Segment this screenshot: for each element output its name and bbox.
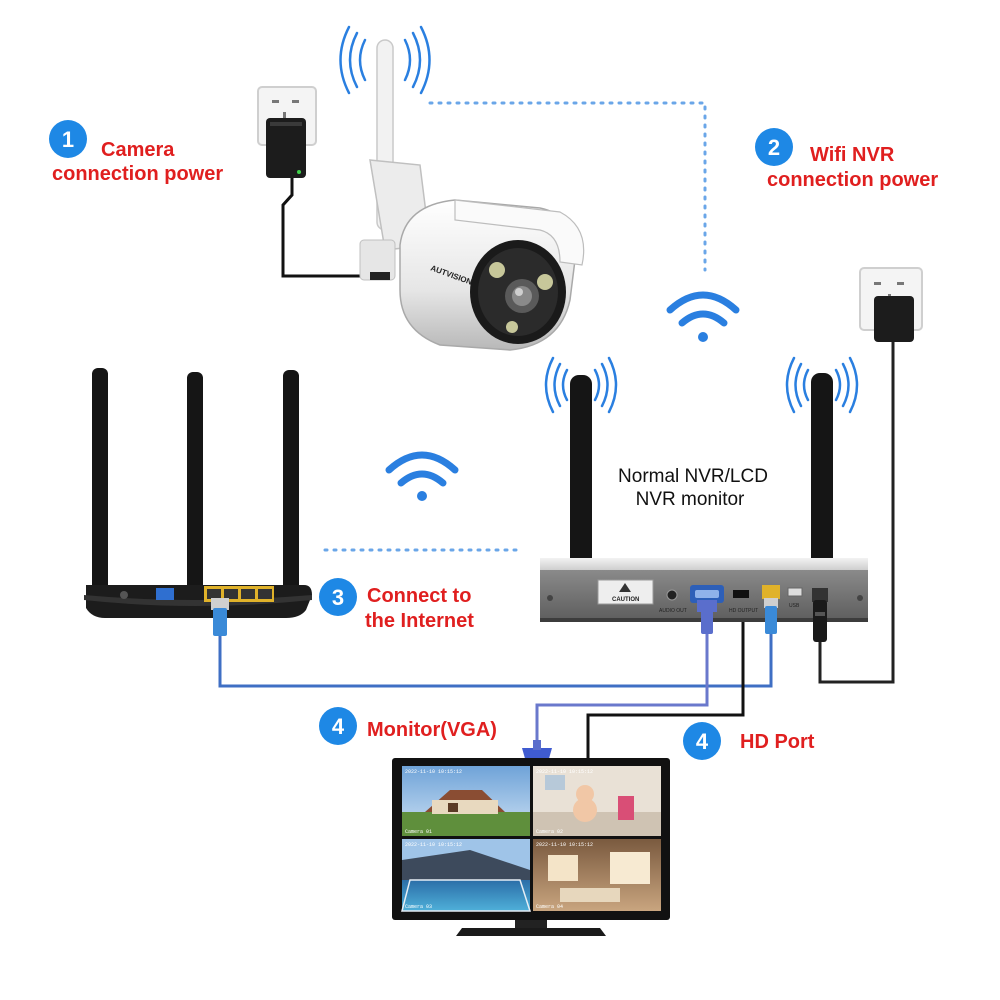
ethernet-cable: [218, 630, 773, 688]
step-4-hd-number: 4: [696, 729, 709, 754]
nvr-label-line1: Normal NVR/LCD: [618, 466, 768, 487]
tile-2-timestamp: 2022-11-10 10:15:12: [536, 769, 593, 775]
step-4-vga-label: Monitor(VGA): [367, 719, 497, 741]
wifi-icon: [544, 356, 859, 414]
step-1-number: 1: [62, 127, 74, 152]
step-2-number: 2: [768, 135, 780, 160]
step-1-line2: connection power: [52, 163, 223, 185]
wifi-icon: [339, 25, 431, 95]
step-2-line2: connection power: [767, 169, 938, 191]
camera-icon: AUTVISION: [359, 39, 585, 351]
tile-3-timestamp: 2022-11-10 10:15:12: [405, 842, 462, 848]
tile-4-channel: Camera 04: [536, 904, 563, 910]
step-3-line1: Connect to: [367, 585, 471, 607]
port-usb-label: USB: [789, 603, 800, 609]
step-4-hd: 4 HD Port: [683, 722, 815, 760]
caution-label: CAUTION: [612, 597, 639, 603]
step-2-line1: Wifi NVR: [810, 144, 895, 166]
camera-tile-2: 2022-11-10 10:15:12 Camera 02: [533, 766, 661, 836]
nvr-label-line2: NVR monitor: [636, 489, 745, 510]
hd-cable: [586, 605, 745, 760]
power-adapter-icon: [874, 296, 914, 342]
wifi-link-camera-nvr: [428, 101, 707, 272]
camera-power-cable: [281, 178, 380, 278]
camera-tile-1: 2022-11-10 10:15:12 Camera 01: [402, 766, 530, 836]
camera-tile-3: 2022-11-10 10:15:12 Camera 03: [401, 839, 532, 912]
tile-2-channel: Camera 02: [536, 829, 563, 835]
tile-1-timestamp: 2022-11-10 10:15:12: [405, 769, 462, 775]
port-audio-label: AUDIO OUT: [659, 608, 687, 614]
router-icon: [84, 368, 312, 636]
power-adapter-icon: [266, 118, 306, 178]
step-1-line1: Camera: [101, 139, 175, 161]
camera-tile-4: 2022-11-10 10:15:12 Camera 04: [533, 839, 661, 911]
wifi-icon: [385, 451, 459, 501]
step-3-line2: the Internet: [365, 610, 474, 632]
vga-cable: [535, 632, 709, 748]
nvr-power-cable: [818, 330, 895, 684]
step-1: 1 Camera connection power: [49, 120, 223, 185]
step-4-hd-label: HD Port: [740, 731, 815, 753]
tile-1-channel: Camera 01: [405, 829, 432, 835]
port-hd-label: HD OUTPUT: [729, 608, 758, 614]
wifi-icon: [666, 291, 740, 342]
tile-4-timestamp: 2022-11-10 10:15:12: [536, 842, 593, 848]
step-3: 3 Connect to the Internet: [319, 578, 474, 632]
step-2: 2 Wifi NVR connection power: [755, 128, 938, 191]
tile-3-channel: Camera 03: [405, 904, 432, 910]
step-4-vga: 4 Monitor(VGA): [319, 707, 497, 745]
monitor-icon: 2022-11-10 10:15:12 Camera 01 2022-11-10…: [392, 740, 670, 936]
step-4-vga-number: 4: [332, 714, 345, 739]
nvr-icon: CAUTION AUDIO OUT HD OUTPUT USB: [540, 373, 868, 642]
step-3-number: 3: [332, 585, 344, 610]
